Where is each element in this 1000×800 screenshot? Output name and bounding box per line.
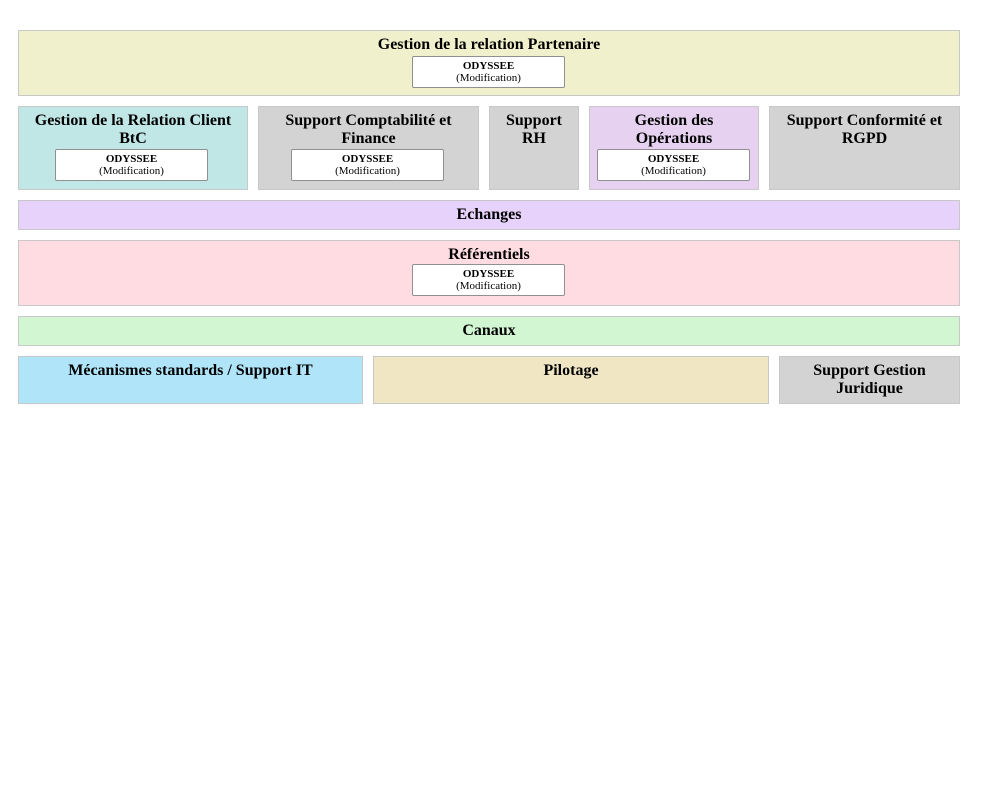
zone-gestion-operations: Gestion des Opérations ODYSSEE (Modifica… (589, 106, 759, 190)
zone-title: Support Gestion Juridique (813, 362, 926, 397)
app-name: ODYSSEE (105, 153, 158, 165)
zone-title: Gestion des Opérations (634, 112, 714, 147)
zone-support-conformite-rgpd: Support Conformité et RGPD (769, 106, 960, 190)
app-name: ODYSSEE (647, 153, 700, 165)
zone-title: Support Comptabilité et Finance (285, 112, 452, 147)
zone-title: Support Conformité et RGPD (786, 112, 943, 147)
zone-title: Référentiels (448, 246, 530, 263)
app-name: ODYSSEE (462, 268, 515, 280)
zone-support-gestion-juridique: Support Gestion Juridique (779, 356, 960, 404)
app-status: (Modification) (641, 165, 706, 177)
zone-title: Mécanismes standards / Support IT (68, 362, 313, 379)
app-odyssee-box[interactable]: ODYSSEE (Modification) (55, 149, 208, 181)
zone-pilotage: Pilotage (373, 356, 769, 404)
zone-support-comptabilite-finance: Support Comptabilité et Finance ODYSSEE … (258, 106, 479, 190)
app-status: (Modification) (335, 165, 400, 177)
zone-gestion-relation-client-btc: Gestion de la Relation Client BtC ODYSSE… (18, 106, 248, 190)
zone-echanges: Echanges (18, 200, 960, 230)
zone-title: Canaux (462, 322, 516, 339)
app-odyssee-box[interactable]: ODYSSEE (Modification) (291, 149, 444, 181)
app-status: (Modification) (456, 280, 521, 292)
app-odyssee-box[interactable]: ODYSSEE (Modification) (412, 56, 565, 88)
zone-gestion-relation-partenaire: Gestion de la relation Partenaire ODYSSE… (18, 30, 960, 96)
zone-title: Echanges (456, 206, 522, 223)
zone-support-rh: Support RH (489, 106, 579, 190)
app-odyssee-box[interactable]: ODYSSEE (Modification) (412, 264, 565, 296)
zone-title: Gestion de la Relation Client BtC (34, 112, 232, 147)
zone-canaux: Canaux (18, 316, 960, 346)
app-name: ODYSSEE (341, 153, 394, 165)
app-status: (Modification) (99, 165, 164, 177)
zone-title: Support RH (505, 112, 563, 147)
zone-title: Gestion de la relation Partenaire (377, 36, 601, 53)
zone-title: Pilotage (543, 362, 599, 379)
app-status: (Modification) (456, 72, 521, 84)
app-name: ODYSSEE (462, 60, 515, 72)
zone-mecanismes-standards-support-it: Mécanismes standards / Support IT (18, 356, 363, 404)
zone-referentiels: Référentiels ODYSSEE (Modification) (18, 240, 960, 306)
app-odyssee-box[interactable]: ODYSSEE (Modification) (597, 149, 750, 181)
